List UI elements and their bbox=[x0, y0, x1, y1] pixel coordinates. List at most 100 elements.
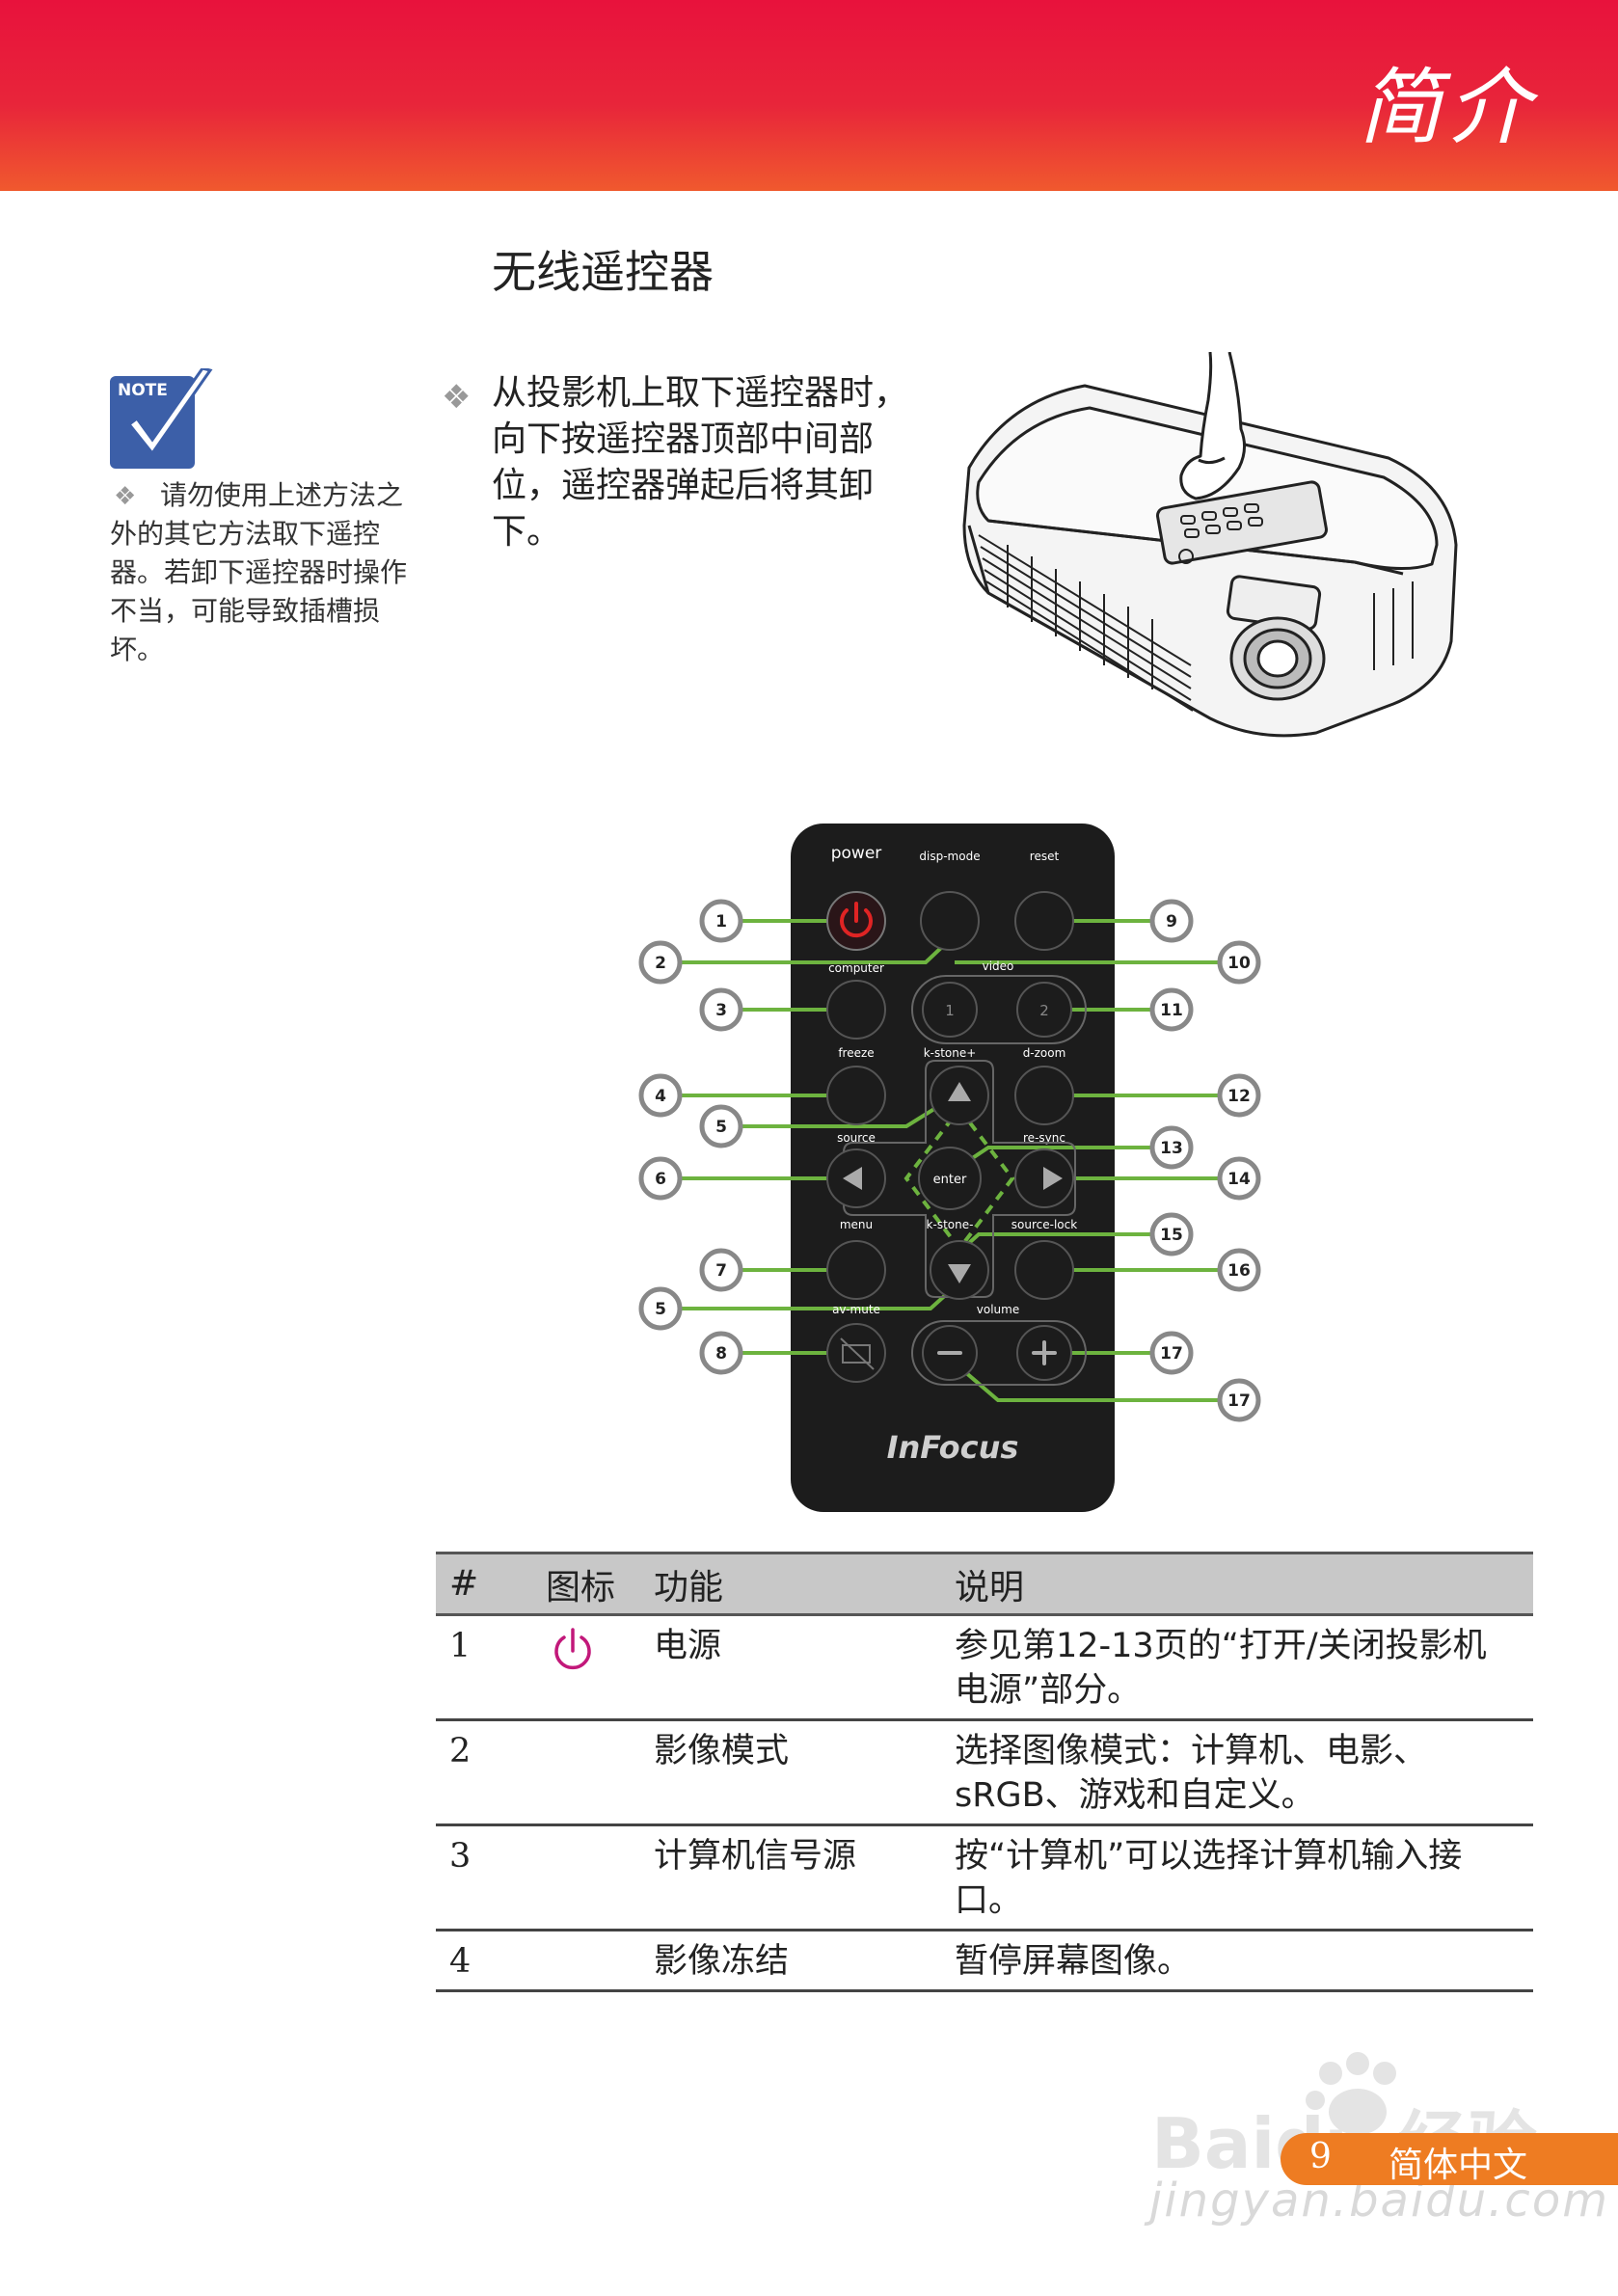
callout-label: 6 bbox=[655, 1170, 666, 1189]
label-freeze: freeze bbox=[838, 1046, 874, 1060]
callout: 17 bbox=[1149, 1331, 1194, 1375]
label-volume: volume bbox=[977, 1303, 1019, 1316]
callout: 2 bbox=[638, 940, 683, 985]
dzoom-button bbox=[1014, 1066, 1074, 1125]
video-1-button bbox=[922, 982, 978, 1038]
direction-pad-outline bbox=[843, 1060, 1076, 1298]
callout: 11 bbox=[1149, 987, 1194, 1032]
page-title: 简介 bbox=[1359, 60, 1536, 156]
row-icon bbox=[532, 1719, 640, 1826]
callout-label: 5 bbox=[715, 1118, 727, 1137]
plus-icon bbox=[1032, 1340, 1057, 1365]
video-2-button bbox=[1016, 982, 1072, 1038]
callout-label: 3 bbox=[715, 1001, 727, 1020]
section-title: 无线遥控器 bbox=[492, 246, 714, 298]
power-icon bbox=[554, 1628, 591, 1670]
freeze-button bbox=[826, 1066, 886, 1125]
row-func: 电源 bbox=[640, 1614, 941, 1721]
label-disp-mode: disp-mode bbox=[919, 850, 980, 863]
callout-label: 11 bbox=[1160, 1001, 1183, 1020]
label-kstone-minus: k-stone- bbox=[927, 1218, 974, 1231]
menu-button bbox=[826, 1240, 886, 1300]
row-icon bbox=[532, 1614, 640, 1721]
callout: 10 bbox=[1217, 940, 1261, 985]
row-desc: 按“计算机”可以选择计算机输入接口。 bbox=[941, 1824, 1533, 1931]
label-source-lock: source-lock bbox=[1011, 1218, 1077, 1231]
table-row: 4 影像冻结 暂停屏幕图像。 bbox=[436, 1930, 1533, 1992]
callout: 1 bbox=[699, 899, 743, 943]
table-row: 2 影像模式 选择图像模式：计算机、电影、sRGB、游戏和自定义。 bbox=[436, 1719, 1533, 1826]
enter-button bbox=[918, 1147, 982, 1210]
callout: 14 bbox=[1217, 1156, 1261, 1201]
callout-label: 1 bbox=[715, 912, 727, 932]
callout-label: 14 bbox=[1227, 1170, 1251, 1189]
callout: 16 bbox=[1217, 1248, 1261, 1292]
label-menu: menu bbox=[840, 1218, 873, 1231]
video-button-group bbox=[911, 975, 1087, 1044]
callout: 15 bbox=[1149, 1212, 1194, 1256]
label-computer: computer bbox=[828, 961, 884, 975]
row-num: 3 bbox=[436, 1824, 532, 1931]
callout-label: 7 bbox=[715, 1261, 727, 1281]
label-reset: reset bbox=[1030, 850, 1060, 863]
callout: 3 bbox=[699, 987, 743, 1032]
callout-label: 17 bbox=[1227, 1391, 1251, 1411]
footer-language: 简体中文 bbox=[1389, 2146, 1528, 2185]
instruction-bullet: ❖ bbox=[442, 378, 472, 417]
callout: 8 bbox=[699, 1331, 743, 1375]
footer-tab: 9 简体中文 bbox=[1281, 2133, 1618, 2185]
callout: 9 bbox=[1149, 899, 1194, 943]
row-num: 4 bbox=[436, 1930, 532, 1992]
reset-button bbox=[1014, 891, 1074, 951]
note-bullet: ❖ bbox=[114, 482, 137, 511]
row-desc: 参见第12-13页的“打开/关闭投影机电源”部分。 bbox=[941, 1614, 1533, 1721]
video-1-label: 1 bbox=[945, 1002, 955, 1019]
note-check-icon: NOTE bbox=[110, 368, 213, 469]
arrow-up-icon bbox=[948, 1082, 971, 1101]
table-row: 1 电源 参见第12-13页的“打开/关闭投影机电源”部分。 bbox=[436, 1614, 1533, 1721]
callout-label: 9 bbox=[1166, 912, 1177, 932]
arrow-right-icon bbox=[1043, 1167, 1063, 1190]
row-func: 影像冻结 bbox=[640, 1930, 941, 1992]
callout: 12 bbox=[1217, 1073, 1261, 1118]
callout-label: 5 bbox=[655, 1300, 666, 1319]
computer-button bbox=[826, 980, 886, 1040]
row-desc: 暂停屏幕图像。 bbox=[941, 1930, 1533, 1992]
callout-label: 2 bbox=[655, 954, 666, 973]
brand-logo: InFocus bbox=[887, 1429, 1019, 1466]
callout-label: 8 bbox=[715, 1344, 727, 1364]
label-resync: re-sync bbox=[1023, 1131, 1065, 1145]
arrow-down-icon bbox=[948, 1264, 971, 1283]
header-icon: 图标 bbox=[532, 1552, 640, 1616]
callouts: 1 2 3 4 5 6 7 5 8 9 10 11 12 13 14 15 16… bbox=[638, 899, 1261, 1422]
instruction-text: 从投影机上取下遥控器时，向下按遥控器顶部中间部位，遥控器弹起后将其卸下。 bbox=[492, 373, 909, 552]
remote-control-figure: power disp-mode reset computer video fre… bbox=[638, 824, 1261, 1512]
video-2-label: 2 bbox=[1039, 1002, 1049, 1019]
callout: 7 bbox=[699, 1248, 743, 1292]
note-badge: NOTE bbox=[118, 381, 168, 400]
disp-mode-button bbox=[920, 891, 980, 951]
header-desc: 说明 bbox=[941, 1552, 1533, 1616]
callout-label: 15 bbox=[1160, 1226, 1183, 1245]
row-func: 影像模式 bbox=[640, 1719, 941, 1826]
label-source: source bbox=[837, 1131, 876, 1145]
callout: 17 bbox=[1217, 1378, 1261, 1422]
callout-label: 4 bbox=[655, 1087, 666, 1106]
callout: 5 bbox=[638, 1286, 683, 1331]
row-func: 计算机信号源 bbox=[640, 1824, 941, 1931]
row-desc: 选择图像模式：计算机、电影、sRGB、游戏和自定义。 bbox=[941, 1719, 1533, 1826]
volume-button-group bbox=[911, 1320, 1087, 1386]
label-dzoom: d-zoom bbox=[1023, 1046, 1066, 1060]
source-lock-button bbox=[1014, 1240, 1074, 1300]
callout: 6 bbox=[638, 1156, 683, 1201]
callout-label: 13 bbox=[1160, 1139, 1183, 1158]
callout-label: 10 bbox=[1227, 954, 1251, 973]
callout-label: 17 bbox=[1160, 1344, 1183, 1364]
note-text: 请勿使用上述方法之外的其它方法取下遥控器。若卸下遥控器时操作不当，可能导致插槽损… bbox=[110, 479, 408, 665]
callout-label: 12 bbox=[1227, 1087, 1251, 1106]
page-number: 9 bbox=[1309, 2137, 1332, 2176]
label-kstone-plus: k-stone+ bbox=[924, 1046, 977, 1060]
power-symbol-icon bbox=[840, 902, 873, 938]
arrow-left-icon bbox=[843, 1167, 862, 1190]
table-row: 3 计算机信号源 按“计算机”可以选择计算机输入接口。 bbox=[436, 1824, 1533, 1931]
